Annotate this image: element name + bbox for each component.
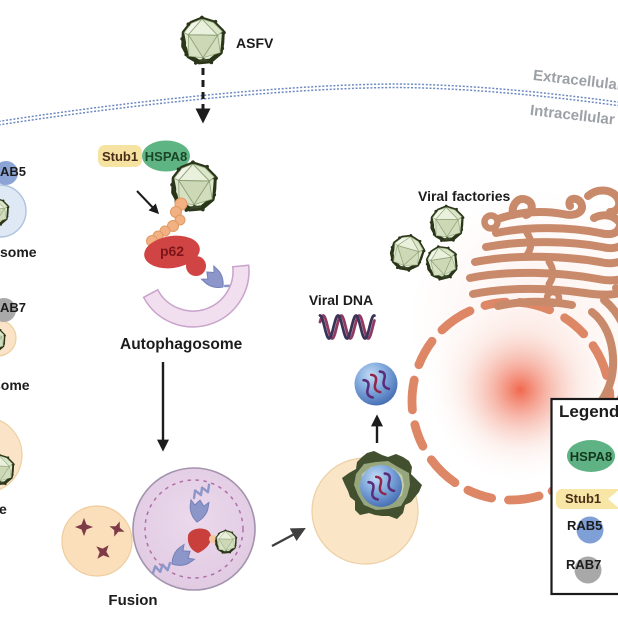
legend-rab7-shape xyxy=(574,556,602,584)
fusion-stage xyxy=(61,467,256,591)
rab5-circle xyxy=(0,161,18,185)
legend-stub1-label: Stub1 xyxy=(565,491,602,506)
viral-factories-label: Viral factories xyxy=(418,188,511,204)
early-endosome-circle xyxy=(0,184,27,238)
legend-hspa8-shape xyxy=(567,440,615,472)
asfv-label: ASFV xyxy=(236,35,274,51)
left-pathway xyxy=(0,161,27,491)
hspa8-shape xyxy=(142,140,190,172)
legend-box xyxy=(550,397,618,596)
lysosome-circle xyxy=(61,505,133,577)
stub1-label: Stub1 xyxy=(101,149,139,164)
autophagosome-membrane xyxy=(142,264,250,328)
stub1-shape xyxy=(98,145,142,167)
autophagosome-label: Autophagosome xyxy=(120,336,243,353)
asfv-virus-icon xyxy=(180,16,225,65)
p62-label: p62 xyxy=(159,243,185,259)
legend-rab5-shape xyxy=(576,516,604,544)
early-endosome-label: some xyxy=(0,244,37,260)
ubiquitin-chain xyxy=(146,197,188,247)
er-membranes xyxy=(466,186,618,411)
dna-helix-icon xyxy=(318,314,376,340)
legend-rab7-label: RAB7 xyxy=(566,557,602,572)
rab7-left-label: AB7 xyxy=(0,300,27,315)
legend-title: Legend xyxy=(559,402,618,421)
hspa8-label: HSPA8 xyxy=(144,149,188,164)
legend-hspa8-label: HSPA8 xyxy=(569,449,613,464)
recruitment-arrow xyxy=(136,190,160,215)
late-endosome-circle xyxy=(0,319,17,357)
rab5-left-label: AB5 xyxy=(0,164,27,179)
legend-stub1-shape xyxy=(556,489,618,509)
viral-dna-label: Viral DNA xyxy=(308,292,374,308)
p62-shape xyxy=(144,235,206,276)
late-endosome-label: some xyxy=(0,377,30,393)
plasma-membrane xyxy=(0,83,618,126)
fusion-label: Fusion xyxy=(108,592,158,609)
inner-dashed-membrane xyxy=(144,479,244,579)
legend-stub1-notch xyxy=(608,490,618,508)
legend-rab5-label: RAB5 xyxy=(567,518,603,533)
lysosome-label: e xyxy=(0,501,7,517)
rab7-circle xyxy=(0,298,16,322)
degradation-stage xyxy=(311,451,422,565)
fusion-to-degradation-arrow xyxy=(271,527,306,548)
autolysosome-forming-circle xyxy=(132,467,256,591)
p62-cargo-shape xyxy=(187,528,212,553)
